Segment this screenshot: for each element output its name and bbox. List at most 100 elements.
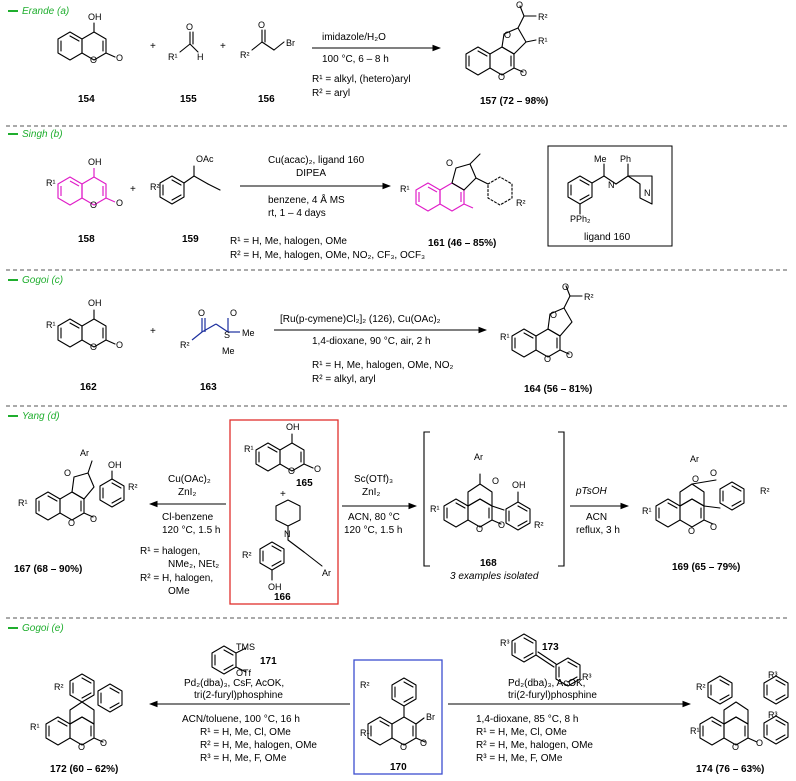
r2-d-a: R² = H, halogen, [140,573,213,584]
structure-171 [211,645,247,675]
r1-a: R¹ = alkyl, (hetero)aryl [312,74,411,85]
svg-text:R¹: R¹ [500,332,510,342]
reagent-d-mid1: Sc(OTf)₃ [354,474,393,485]
structure-ligand-160 [567,163,653,215]
structure-158 [57,168,116,206]
svg-text:R²: R² [242,550,252,560]
structure-173 [511,633,581,687]
ligand-label: ligand 160 [584,232,631,243]
svg-text:OH: OH [88,12,102,22]
cond-a: 100 °C, 6 – 8 h [322,54,389,65]
structure-169 [655,479,745,528]
label-169: 169 (65 – 79%) [672,562,740,573]
reactant-box-red [229,419,339,605]
svg-text:O: O [498,72,505,82]
structure-166 [259,499,323,581]
svg-text:O: O [230,308,237,318]
svg-text:O: O [492,476,499,486]
svg-text:R¹: R¹ [360,728,370,738]
svg-text:R²: R² [538,12,548,22]
cond-e-right: 1,4-dioxane, 85 °C, 8 h [476,714,578,725]
svg-text:R²: R² [760,486,770,496]
r1-d-b: NMe₂, NEt₂ [168,559,219,570]
svg-text:R²: R² [584,292,594,302]
structure-163 [191,318,240,341]
tag-c: Gogoi (c) [22,275,63,286]
svg-text:Br: Br [286,38,295,48]
label-174: 174 (76 – 63%) [696,764,764,775]
structure-155 [179,31,199,53]
svg-text:O: O [756,738,763,748]
svg-text:R¹: R¹ [430,504,440,514]
svg-text:O: O [504,30,511,40]
svg-text:Me: Me [242,328,255,338]
structure-161 [415,153,513,212]
svg-text:+: + [220,41,226,52]
note-168: 3 examples isolated [450,571,539,582]
structure-159 [159,165,221,205]
svg-text:N: N [608,180,615,190]
tag-e: Gogoi (e) [22,623,64,634]
svg-text:O: O [100,738,107,748]
cond-d-right1: ACN [586,512,607,523]
svg-text:O: O [710,468,717,478]
r2-c: R² = alkyl, aryl [312,374,376,385]
svg-text:+: + [150,41,156,52]
svg-text:+: + [150,326,156,337]
structure-164 [511,285,583,358]
svg-text:R¹: R¹ [244,444,254,454]
svg-text:OH: OH [268,582,282,592]
structure-165 [255,433,314,472]
r2-a: R² = aryl [312,88,350,99]
svg-text:S: S [224,330,230,340]
svg-text:Ar: Ar [474,452,483,462]
svg-text:R¹: R¹ [538,36,548,46]
r2-e-left: R² = H, Me, halogen, OMe [200,740,317,751]
svg-text:O: O [562,282,569,292]
tag-d: Yang (d) [22,411,60,422]
svg-text:OH: OH [512,480,526,490]
bracket-left [423,431,430,567]
svg-text:R²: R² [150,182,160,192]
cond-b1: benzene, 4 Å MS [268,193,345,206]
svg-text:Br: Br [426,712,435,722]
svg-text:R³: R³ [500,638,510,648]
svg-text:R²: R² [54,682,64,692]
svg-text:+: + [130,184,136,195]
svg-text:TMS: TMS [236,642,255,652]
label-168: 168 [480,558,497,569]
reagent-a: imidazole/H₂O [322,32,386,43]
svg-text:O: O [90,514,97,524]
svg-text:H: H [197,52,204,62]
label-167: 167 (68 – 90%) [14,564,82,575]
cond-d-right2: reflux, 3 h [576,525,620,536]
svg-text:+: + [280,489,286,500]
label-162: 162 [80,382,97,393]
svg-text:N: N [284,529,291,539]
tag-a: Erande (a) [22,6,69,17]
label-155: 155 [180,94,197,105]
svg-text:O: O [550,310,557,320]
label-157: 157 (72 – 98%) [480,96,548,107]
reagent-d-mid2: ZnI₂ [362,487,380,498]
svg-text:Ar: Ar [690,454,699,464]
cond-d-left2: 120 °C, 1.5 h [162,525,220,536]
label-159: 159 [182,234,199,245]
r1-e-right: R¹ = H, Me, Cl, OMe [476,727,567,738]
section-c: Gogoi (c) OH R¹ O O 162 + O R² S O Me Me… [8,275,594,395]
svg-text:O: O [692,474,699,484]
r1-b: R¹ = H, Me, halogen, OMe [230,236,347,247]
svg-text:O: O [446,158,453,168]
svg-text:OTf: OTf [236,668,251,678]
reagent-d-right: pTsOH [575,486,608,497]
tag-b: Singh (b) [22,129,63,140]
structure-154 [57,22,116,61]
r2-b: R² = H, Me, halogen, OMe, NO₂, CF₃, OCF₃ [230,250,425,261]
label-171: 171 [260,656,277,667]
structure-162 [57,309,116,348]
svg-text:PPh₂: PPh₂ [570,214,591,224]
cond-d-mid1: ACN, 80 °C [348,512,400,523]
svg-text:OAc: OAc [196,154,214,164]
structure-172 [45,673,123,746]
